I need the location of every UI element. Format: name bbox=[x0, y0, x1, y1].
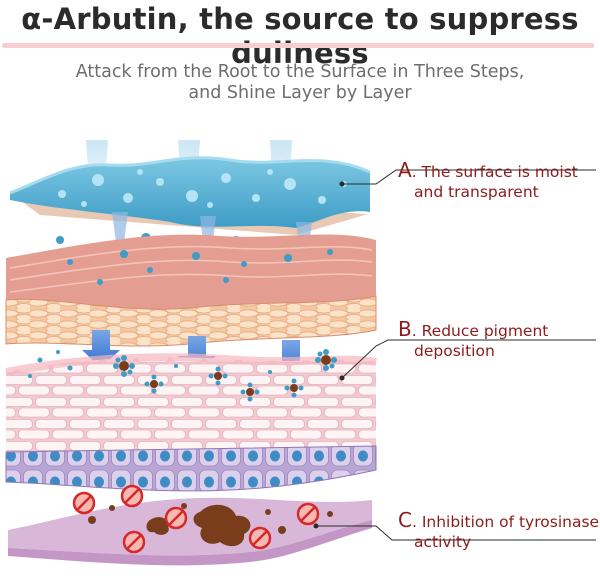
layer-stratum bbox=[6, 234, 376, 313]
subtitle-line-2: and Shine Layer by Layer bbox=[188, 83, 412, 103]
callout-a-text-1: . The surface is moist bbox=[411, 163, 578, 181]
callout-c-text-1: . Inhibition of tyrosinase bbox=[411, 513, 600, 531]
callout-leaders bbox=[313, 169, 596, 541]
page-title: α-Arbutin, the source to suppress dullne… bbox=[21, 2, 579, 70]
leader-c bbox=[316, 525, 596, 541]
melanin-spots bbox=[88, 503, 333, 547]
callout-c: C. Inhibition of tyrosinase activity bbox=[398, 510, 599, 552]
callout-b-text-2: deposition bbox=[414, 342, 495, 360]
subtitle-line-1: Attack from the Root to the Surface in T… bbox=[75, 62, 525, 82]
callout-c-letter: C bbox=[398, 508, 412, 532]
callout-a: A. The surface is moist and transparent bbox=[398, 160, 578, 202]
page-subtitle: Attack from the Root to the Surface in T… bbox=[0, 62, 600, 104]
layer-surface-water bbox=[9, 156, 371, 235]
callout-b: B. Reduce pigment deposition bbox=[398, 319, 548, 361]
callout-c-text-2: activity bbox=[414, 533, 472, 551]
callout-a-text-2: and transparent bbox=[414, 183, 539, 201]
layer-basal bbox=[5, 445, 377, 492]
pigment-clusters bbox=[28, 349, 337, 402]
leader-b bbox=[341, 339, 596, 379]
callout-a-letter: A bbox=[398, 158, 412, 182]
layer-melanocyte-sheet bbox=[8, 484, 372, 566]
title-divider bbox=[2, 43, 594, 48]
layer-epidermis-white bbox=[5, 349, 377, 452]
callout-b-text-1: . Reduce pigment bbox=[411, 322, 549, 340]
callout-b-letter: B bbox=[398, 317, 412, 341]
tyrosinase-blocked-icons bbox=[72, 484, 320, 554]
leader-a bbox=[342, 169, 596, 185]
